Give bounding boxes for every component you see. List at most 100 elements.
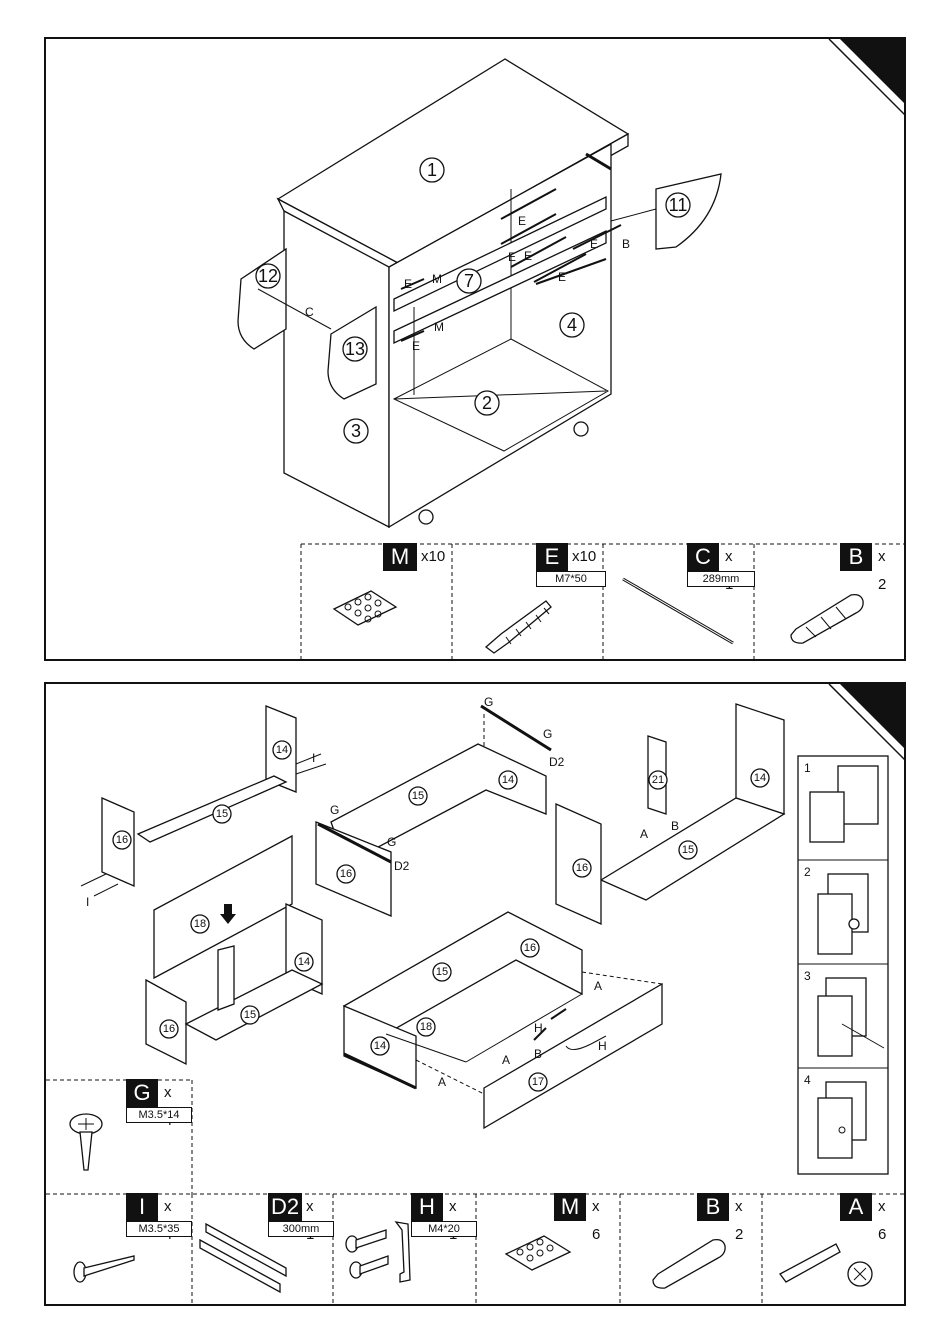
svg-text:G: G bbox=[543, 727, 552, 741]
part-code: H bbox=[411, 1193, 443, 1221]
svg-text:E: E bbox=[508, 250, 516, 264]
part-qty: x 2 bbox=[878, 543, 886, 599]
svg-text:I: I bbox=[312, 751, 315, 765]
svg-text:A: A bbox=[502, 1053, 510, 1067]
part-qty: x 6 bbox=[592, 1193, 600, 1249]
svg-text:1: 1 bbox=[804, 761, 811, 775]
dowel-icon bbox=[791, 595, 863, 644]
svg-text:16: 16 bbox=[576, 862, 588, 874]
part-spec: M4*20 bbox=[411, 1221, 477, 1237]
svg-text:16: 16 bbox=[116, 834, 128, 846]
part-code: A bbox=[840, 1193, 872, 1221]
svg-text:E: E bbox=[518, 214, 526, 228]
svg-text:14: 14 bbox=[276, 744, 288, 756]
svg-text:H: H bbox=[534, 1021, 543, 1035]
svg-text:4: 4 bbox=[804, 1073, 811, 1087]
svg-text:D2: D2 bbox=[549, 755, 565, 769]
svg-text:18: 18 bbox=[194, 918, 206, 930]
svg-text:B: B bbox=[671, 819, 679, 833]
svg-text:15: 15 bbox=[436, 966, 448, 978]
drawer-assembly bbox=[344, 912, 662, 1128]
anchor-screw-icon bbox=[486, 601, 551, 653]
svg-text:18: 18 bbox=[420, 1021, 432, 1033]
part-spec: M7*50 bbox=[536, 571, 606, 587]
part-label: 2 bbox=[482, 393, 492, 413]
cabinet-drawing bbox=[238, 59, 721, 527]
svg-text:21: 21 bbox=[652, 774, 664, 786]
svg-text:M: M bbox=[432, 272, 442, 286]
svg-text:A: A bbox=[594, 979, 602, 993]
drawer-sub-assembly-3 bbox=[556, 704, 784, 924]
part-code: B bbox=[697, 1193, 729, 1221]
svg-text:E: E bbox=[558, 270, 566, 284]
drawer-sub-assembly-2 bbox=[316, 706, 551, 916]
part-spec: M3.5*14 bbox=[126, 1107, 192, 1123]
svg-text:14: 14 bbox=[754, 772, 766, 784]
svg-text:E: E bbox=[590, 237, 598, 251]
part-label: 7 bbox=[464, 271, 474, 291]
cam-lock-detail-steps: 1 2 3 4 bbox=[798, 756, 888, 1174]
svg-text:E: E bbox=[524, 249, 532, 263]
part-qty: x 6 bbox=[878, 1193, 886, 1249]
step-1-illustration: 1 2 3 4 7 11 12 13 E E E E E E E M M C B bbox=[46, 39, 906, 661]
svg-text:A: A bbox=[438, 1075, 446, 1089]
part-qty: x10 bbox=[421, 543, 445, 571]
svg-text:15: 15 bbox=[244, 1009, 256, 1021]
part-code: G bbox=[126, 1079, 158, 1107]
svg-text:G: G bbox=[484, 695, 493, 709]
svg-text:I: I bbox=[86, 895, 89, 909]
svg-text:15: 15 bbox=[682, 844, 694, 856]
svg-text:14: 14 bbox=[502, 774, 514, 786]
handle-and-screw-icon bbox=[346, 1222, 410, 1282]
part-label: 11 bbox=[669, 195, 688, 215]
part-qty: x10 bbox=[572, 543, 596, 571]
part-code: B bbox=[840, 543, 872, 571]
part-code: D2 bbox=[268, 1193, 302, 1221]
part-code: I bbox=[126, 1193, 158, 1221]
part-label: 12 bbox=[258, 266, 278, 286]
svg-text:14: 14 bbox=[298, 956, 310, 968]
svg-text:M: M bbox=[434, 320, 444, 334]
svg-text:G: G bbox=[387, 835, 396, 849]
svg-text:15: 15 bbox=[216, 808, 228, 820]
step-2-panel: 14 15 16 14 15 16 21 14 15 16 18 14 15 1… bbox=[44, 682, 906, 1306]
part-qty: x 2 bbox=[735, 1193, 743, 1249]
long-screw-icon bbox=[74, 1256, 134, 1282]
svg-text:2: 2 bbox=[804, 865, 811, 879]
svg-text:E: E bbox=[412, 339, 420, 353]
svg-text:3: 3 bbox=[804, 969, 811, 983]
svg-text:C: C bbox=[305, 305, 314, 319]
step-2-illustration: 14 15 16 14 15 16 21 14 15 16 18 14 15 1… bbox=[46, 684, 906, 1306]
part-label: 4 bbox=[567, 315, 577, 335]
dowel-pad-icon bbox=[334, 591, 396, 625]
svg-text:B: B bbox=[534, 1047, 542, 1061]
part-code: E bbox=[536, 543, 568, 571]
svg-text:17: 17 bbox=[532, 1076, 544, 1088]
step-1-panel: 1 2 3 4 7 11 12 13 E E E E E E E M M C B bbox=[44, 37, 906, 661]
part-spec: 289mm bbox=[687, 571, 755, 587]
svg-text:A: A bbox=[640, 827, 648, 841]
part-label: 3 bbox=[351, 421, 361, 441]
svg-text:G: G bbox=[330, 803, 339, 817]
rod-icon bbox=[623, 579, 733, 643]
part-code: M bbox=[554, 1193, 586, 1221]
part-label: 13 bbox=[345, 339, 365, 359]
part-spec: M3.5*35 bbox=[126, 1221, 192, 1237]
svg-text:E: E bbox=[404, 277, 412, 291]
corner-tab-icon bbox=[840, 39, 906, 107]
svg-text:16: 16 bbox=[340, 868, 352, 880]
svg-text:D2: D2 bbox=[394, 859, 410, 873]
svg-text:H: H bbox=[598, 1039, 607, 1053]
part-label: 1 bbox=[427, 160, 437, 180]
corner-tab-icon bbox=[840, 684, 906, 752]
svg-text:16: 16 bbox=[163, 1023, 175, 1035]
svg-text:14: 14 bbox=[374, 1040, 386, 1052]
dowel-pad-icon bbox=[506, 1236, 570, 1270]
dowel-icon bbox=[653, 1240, 725, 1289]
svg-text:16: 16 bbox=[524, 942, 536, 954]
part-code: M bbox=[383, 543, 417, 571]
part-spec: 300mm bbox=[268, 1221, 334, 1237]
cam-bolt-icon bbox=[780, 1244, 872, 1286]
part-code: C bbox=[687, 543, 719, 571]
svg-text:B: B bbox=[622, 237, 630, 251]
